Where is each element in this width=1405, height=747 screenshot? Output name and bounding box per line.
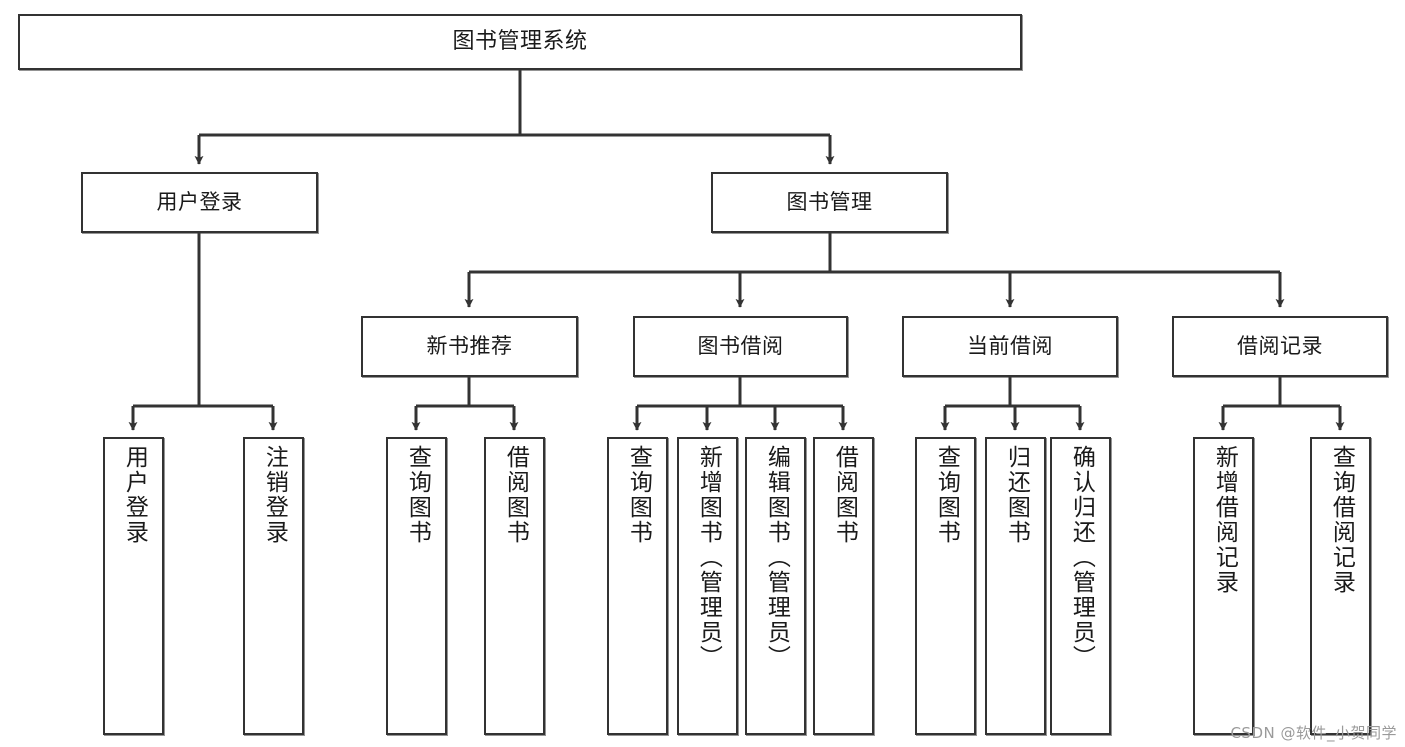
leaf-query-book-1[interactable]: 查询图书: [386, 437, 447, 735]
leaf-query-book-3-label: 查询图书: [933, 445, 960, 545]
leaf-edit-book-label: 编辑图书（管理员）: [763, 445, 790, 670]
node-user-login[interactable]: 用户登录: [81, 172, 318, 233]
node-borrow-record[interactable]: 借阅记录: [1172, 316, 1388, 377]
leaf-add-book-label: 新增图书（管理员）: [695, 445, 722, 670]
node-user-login-label: 用户登录: [156, 189, 243, 214]
leaf-user-login-label: 用户登录: [121, 445, 148, 545]
watermark-text: CSDN @软件_小贺同学: [1230, 724, 1397, 742]
leaf-borrow-book-1[interactable]: 借阅图书: [484, 437, 545, 735]
leaf-add-record[interactable]: 新增借阅记录: [1193, 437, 1254, 735]
leaf-add-book[interactable]: 新增图书（管理员）: [677, 437, 738, 735]
node-new-book-recommend-label: 新书推荐: [426, 333, 513, 358]
node-book-management-label: 图书管理: [786, 189, 873, 214]
node-new-book-recommend[interactable]: 新书推荐: [361, 316, 578, 377]
leaf-return-book-label: 归还图书: [1003, 445, 1030, 545]
leaf-borrow-book-2[interactable]: 借阅图书: [813, 437, 874, 735]
leaf-logout-login[interactable]: 注销登录: [243, 437, 304, 735]
leaf-query-book-2-label: 查询图书: [625, 445, 652, 545]
node-root[interactable]: 图书管理系统: [18, 14, 1022, 70]
leaf-confirm-return[interactable]: 确认归还（管理员）: [1050, 437, 1111, 735]
leaf-query-book-3[interactable]: 查询图书: [915, 437, 976, 735]
leaf-query-record-label: 查询借阅记录: [1328, 445, 1355, 595]
leaf-logout-login-label: 注销登录: [261, 445, 288, 545]
leaf-borrow-book-1-label: 借阅图书: [502, 445, 529, 545]
leaf-query-book-1-label: 查询图书: [404, 445, 431, 545]
node-borrow-record-label: 借阅记录: [1237, 333, 1323, 358]
leaf-user-login[interactable]: 用户登录: [103, 437, 164, 735]
node-current-borrow[interactable]: 当前借阅: [902, 316, 1118, 377]
leaf-confirm-return-label: 确认归还（管理员）: [1068, 445, 1095, 670]
node-book-borrow-label: 图书借阅: [697, 333, 784, 358]
node-root-label: 图书管理系统: [452, 28, 588, 54]
leaf-borrow-book-2-label: 借阅图书: [831, 445, 858, 545]
node-book-borrow[interactable]: 图书借阅: [633, 316, 848, 377]
node-book-management[interactable]: 图书管理: [711, 172, 948, 233]
leaf-edit-book[interactable]: 编辑图书（管理员）: [745, 437, 806, 735]
leaf-query-record[interactable]: 查询借阅记录: [1310, 437, 1371, 735]
leaf-add-record-label: 新增借阅记录: [1211, 445, 1238, 595]
node-current-borrow-label: 当前借阅: [967, 333, 1053, 358]
leaf-return-book[interactable]: 归还图书: [985, 437, 1046, 735]
leaf-query-book-2[interactable]: 查询图书: [607, 437, 668, 735]
